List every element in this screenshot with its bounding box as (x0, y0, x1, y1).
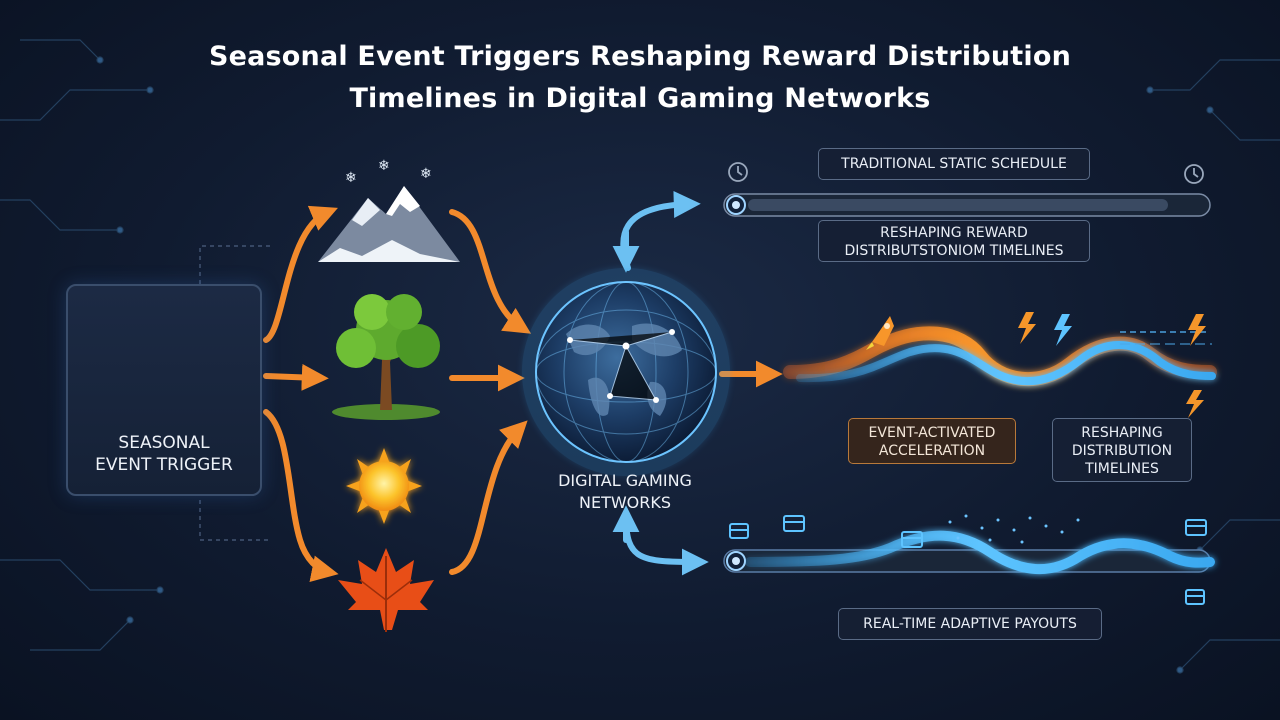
adaptive-payouts-timeline (723, 530, 1215, 575)
svg-text:❄: ❄ (420, 166, 432, 182)
acceleration-timeline (783, 326, 1217, 387)
clock-icon-left (728, 162, 748, 182)
event-activated-acceleration-label: EVENT-ACTIVATED ACCELERATION (848, 418, 1016, 464)
reshape-mid-line-3: TIMELINES (1085, 461, 1159, 477)
trigger-label-line-1: SEASONAL (118, 433, 210, 453)
reshape-mid-line-1: RESHAPING (1081, 425, 1163, 441)
globe-label: DIGITAL GAMING NETWORKS (520, 470, 730, 514)
accel-line-2: ACCELERATION (878, 443, 986, 459)
treasure-chest-icons (729, 515, 1207, 605)
reshaping-top-line-1: RESHAPING REWARD (880, 225, 1028, 241)
lightning-icons (1018, 312, 1206, 418)
circuit-decoration-left (0, 39, 164, 651)
static-schedule-label: TRADITIONAL STATIC SCHEDULE (818, 148, 1090, 180)
snowy-mountain-icon: ❄ ❄ ❄ (318, 158, 460, 262)
seasonal-event-trigger-box (66, 284, 262, 496)
reshaping-distribution-timelines-label: RESHAPING DISTRIBUTION TIMELINES (1052, 418, 1192, 482)
trigger-label-line-2: EVENT TRIGGER (95, 455, 233, 475)
rocket-icon (866, 316, 894, 350)
adaptive-payouts-label: REAL-TIME ADAPTIVE PAYOUTS (838, 608, 1102, 640)
tree-icon (332, 294, 440, 420)
seasons-to-globe-arrows (449, 209, 532, 575)
title-line-2: Timelines in Digital Gaming Networks (349, 83, 931, 114)
circuit-decoration-right (1146, 59, 1280, 674)
dashed-connector-bottom (199, 492, 270, 541)
reshape-mid-line-2: DISTRIBUTION (1071, 443, 1173, 459)
reshaping-timelines-top-label: RESHAPING REWARD DISTRIBUTSTONIOM TIMELI… (818, 220, 1090, 262)
svg-text:❄: ❄ (378, 158, 390, 174)
trigger-to-seasons-arrows (263, 205, 339, 583)
svg-text:❄: ❄ (345, 170, 357, 186)
title-line-1: Seasonal Event Triggers Reshaping Reward… (208, 41, 1072, 72)
globe-link-arrows (612, 190, 709, 576)
static-schedule-timeline (723, 193, 1211, 217)
page-title: Seasonal Event Triggers Reshaping Reward… (140, 36, 1140, 120)
globe-label-line-2: NETWORKS (578, 493, 672, 512)
particle-sparkles (948, 514, 1080, 544)
trigger-label: SEASONAL EVENT TRIGGER (66, 432, 262, 476)
sun-icon (346, 448, 422, 524)
reshaping-top-line-2: DISTRIBUTSTONIOM TIMELINES (844, 243, 1064, 259)
accel-line-1: EVENT-ACTIVATED (868, 425, 996, 441)
dashed-connector-top (199, 245, 270, 284)
globe-icon (522, 268, 730, 476)
maple-leaf-icon (338, 548, 434, 632)
globe-label-line-1: DIGITAL GAMING (558, 471, 692, 490)
clock-icon-right (1184, 164, 1204, 184)
